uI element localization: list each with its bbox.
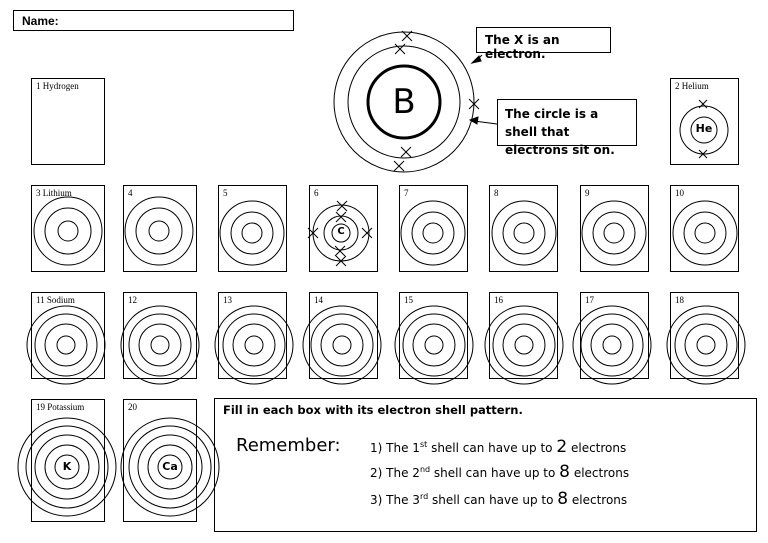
electron-x-mark [401, 30, 413, 42]
instruction-text: Fill in each box with its electron shell… [223, 403, 523, 417]
element-box-9[interactable]: 9 [580, 185, 649, 272]
helium-shells [679, 105, 729, 155]
rule-3: 3) The 3rd shell can have up to 8 electr… [370, 489, 628, 509]
element-label: 6 [314, 188, 319, 198]
electron-x-mark [400, 146, 412, 158]
electrons [307, 30, 708, 267]
electron-x-mark [335, 255, 347, 267]
element-box-3[interactable]: 3 Lithium [31, 185, 105, 272]
element-label: 13 [223, 295, 232, 305]
element-label: 11 Sodium [36, 295, 75, 305]
electron-x-mark [361, 227, 373, 239]
electron-x-mark [334, 245, 346, 257]
electron-x-mark [698, 149, 708, 159]
electron-x-mark [307, 227, 319, 239]
carbon-symbol: C [337, 226, 345, 237]
element-box-1[interactable]: 1 Hydrogen [31, 78, 105, 165]
electron-x-mark [698, 99, 708, 109]
element-label: 20 [128, 402, 137, 412]
element-label: 9 [585, 188, 590, 198]
electron-callout: The X is an electron. [476, 27, 611, 61]
element-label: 14 [314, 295, 323, 305]
shell-callout: The circle is a shell that electrons sit… [497, 99, 637, 157]
callout-arrows [468, 54, 498, 125]
calcium-symbol: Ca [162, 460, 178, 473]
name-field[interactable]: Name: [13, 10, 294, 31]
name-label: Name: [22, 14, 59, 28]
element-label: 12 [128, 295, 137, 305]
element-box-6[interactable]: 6 [309, 185, 378, 272]
electron-x-mark [394, 43, 406, 55]
row3-shells [26, 305, 746, 385]
potassium-symbol: K [62, 460, 72, 473]
element-box-19[interactable]: 19 Potassium [31, 399, 105, 522]
element-box-5[interactable]: 5 [218, 185, 287, 272]
element-label: 7 [404, 188, 409, 198]
rule-1: 1) The 1st shell can have up to 2 electr… [370, 437, 627, 457]
electron-callout-text: The X is an electron. [485, 33, 560, 61]
row4-shells [17, 417, 220, 517]
shell-callout-text: The circle is a shell that electrons sit… [505, 107, 615, 157]
element-label: 18 [675, 295, 684, 305]
element-label: 16 [494, 295, 503, 305]
element-label: 1 Hydrogen [36, 81, 79, 91]
element-box-10[interactable]: 10 [670, 185, 739, 272]
element-label: 15 [404, 295, 413, 305]
remember-heading: Remember: [236, 435, 341, 456]
element-label: 17 [585, 295, 594, 305]
element-label: 5 [223, 188, 228, 198]
row2-shells [33, 196, 738, 266]
element-box-8[interactable]: 8 [489, 185, 558, 272]
element-label: 2 Helium [675, 81, 709, 91]
element-label: 19 Potassium [36, 402, 85, 412]
element-box-4[interactable]: 4 [123, 185, 197, 272]
element-box-7[interactable]: 7 [399, 185, 468, 272]
electron-x-mark [468, 98, 480, 110]
electron-x-mark [335, 211, 347, 223]
element-label: 10 [675, 188, 684, 198]
rule-2: 2) The 2nd shell can have up to 8 electr… [370, 462, 630, 482]
element-label: 3 Lithium [36, 188, 72, 198]
element-box-2[interactable]: 2 Helium [670, 78, 739, 165]
element-label: 8 [494, 188, 499, 198]
instructions-box: Fill in each box with its electron shell… [214, 398, 757, 532]
example-atom-diagram [333, 31, 475, 173]
element-label: 4 [128, 188, 133, 198]
electron-x-mark [393, 160, 405, 172]
helium-symbol: He [695, 122, 713, 135]
example-atom-symbol: B [392, 82, 416, 122]
electron-x-mark [336, 200, 348, 212]
